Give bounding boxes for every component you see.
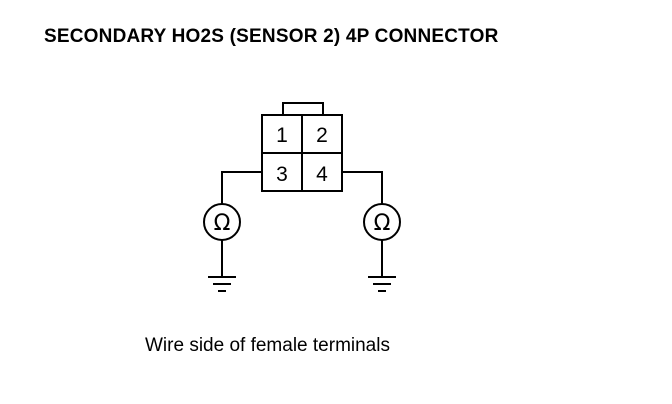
diagram-caption: Wire side of female terminals — [145, 335, 390, 356]
connector-lock-tab — [282, 102, 324, 116]
ohm-icon-left: Ω — [214, 211, 231, 236]
lead-wire-pin3 — [221, 171, 262, 204]
pin-label-1: 1 — [276, 124, 288, 147]
ohm-icon-right: Ω — [374, 211, 391, 236]
ground-icon-right — [368, 276, 396, 292]
ground-icon-left — [208, 276, 236, 292]
pin-label-3: 3 — [276, 163, 288, 186]
pin-label-4: 4 — [316, 163, 328, 186]
pin-label-2: 2 — [316, 124, 328, 147]
diagram-title: SECONDARY HO2S (SENSOR 2) 4P CONNECTOR — [44, 26, 499, 47]
lead-wire-pin4 — [342, 171, 383, 204]
